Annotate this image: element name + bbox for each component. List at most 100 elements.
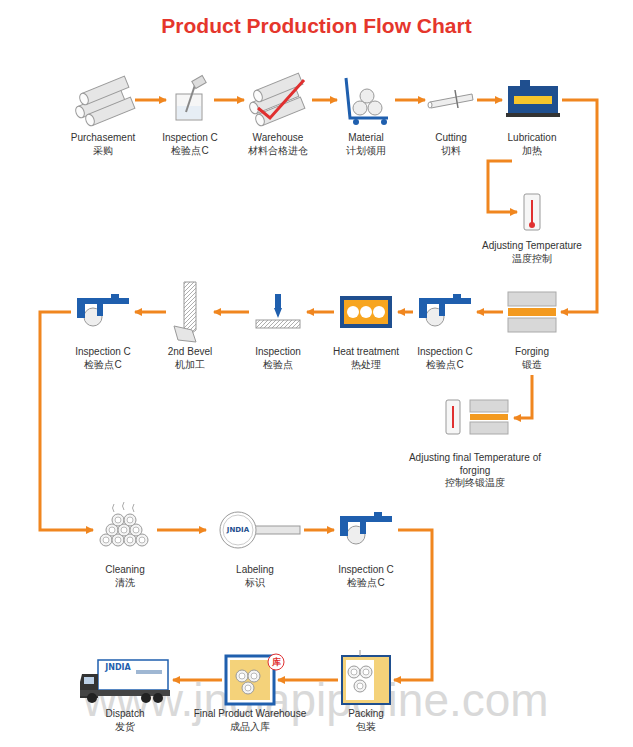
icon-slot bbox=[342, 656, 390, 704]
step-name: Inspection C bbox=[417, 346, 473, 359]
labeling-icon bbox=[223, 515, 253, 545]
icon-slot bbox=[210, 510, 300, 550]
flow-arrow bbox=[398, 311, 413, 314]
labeling-icon bbox=[220, 512, 256, 548]
step-name: Inspection C bbox=[162, 132, 218, 145]
icon-slot bbox=[170, 78, 210, 122]
forging-icon bbox=[508, 308, 556, 316]
process-step: Inspection C检验点C bbox=[417, 294, 473, 371]
heat-treatment-icon bbox=[360, 306, 372, 318]
flow-arrow bbox=[157, 529, 206, 532]
caliper-icon bbox=[419, 294, 471, 326]
furnace-icon bbox=[514, 96, 552, 104]
step-name-chinese: 检验点C bbox=[338, 577, 394, 590]
flow-arrow bbox=[477, 311, 503, 314]
icon-slot bbox=[338, 512, 394, 548]
step-name: 2nd Bevel bbox=[168, 346, 212, 359]
forging-icon bbox=[508, 292, 556, 306]
process-step: Adjusting final Temperature of forging控制… bbox=[400, 398, 550, 490]
icon-slot bbox=[170, 282, 210, 342]
icon-label: JNDIA bbox=[227, 526, 249, 534]
heat-treatment-icon bbox=[340, 296, 392, 328]
step-name-chinese: 锻造 bbox=[507, 359, 557, 372]
cart-icon bbox=[346, 78, 388, 118]
step-name: Purchasement bbox=[71, 132, 135, 145]
cart-icon bbox=[360, 89, 374, 103]
truck-icon bbox=[84, 677, 94, 684]
warehouse-icon bbox=[248, 670, 260, 682]
final-temperature-icon bbox=[452, 406, 454, 428]
step-name-chinese: 计划领用 bbox=[341, 145, 391, 158]
flow-arrow bbox=[561, 100, 597, 312]
flow-arrow bbox=[395, 99, 425, 102]
step-name: Final Product Warehouse bbox=[194, 708, 306, 721]
truck-icon bbox=[80, 660, 170, 703]
cutting-icon bbox=[430, 94, 473, 108]
flow-arrow bbox=[278, 679, 338, 682]
bevel-icon bbox=[174, 282, 196, 342]
step-name: Packing bbox=[342, 708, 390, 721]
process-step: Inspection C检验点C bbox=[75, 294, 131, 371]
step-name: Adjusting Temperature bbox=[482, 240, 582, 253]
warehouse-icon bbox=[242, 682, 254, 694]
truck-icon bbox=[136, 670, 162, 674]
inspection-probe-icon bbox=[274, 308, 282, 318]
truck-icon bbox=[87, 693, 97, 703]
step-name: Material bbox=[341, 132, 391, 145]
step-name-chinese: 发货 bbox=[81, 721, 169, 734]
cart-icon bbox=[381, 119, 387, 125]
process-step: Warehouse材料合格进仓 bbox=[248, 78, 308, 157]
packing-icon bbox=[342, 650, 390, 704]
step-name-chinese: 检验点C bbox=[75, 359, 131, 372]
step-name: Warehouse bbox=[248, 132, 308, 145]
warehouse-icon bbox=[230, 660, 270, 700]
furnace-icon bbox=[506, 80, 560, 117]
flow-arrow bbox=[312, 99, 337, 102]
beaker-icon bbox=[192, 76, 206, 89]
icon-slot bbox=[75, 294, 131, 330]
step-name: Labeling bbox=[210, 564, 300, 577]
pipes-check-icon bbox=[258, 80, 304, 118]
step-name: Adjusting final Temperature of forging bbox=[400, 452, 550, 477]
step-name-chinese: 切料 bbox=[429, 145, 473, 158]
icon-slot bbox=[440, 398, 510, 438]
flow-arrow bbox=[304, 529, 334, 532]
step-name: Heat treatment bbox=[333, 346, 399, 359]
process-step: Inspection检验点 bbox=[253, 294, 303, 371]
icon-slot bbox=[507, 292, 557, 332]
icon-slot bbox=[429, 88, 473, 112]
truck-icon bbox=[153, 693, 163, 703]
step-name-chinese: 热处理 bbox=[333, 359, 399, 372]
heat-treatment-icon bbox=[373, 306, 385, 318]
cleaning-icon bbox=[112, 514, 124, 526]
inspection-probe-icon bbox=[275, 294, 281, 308]
step-name-chinese: 控制终锻温度 bbox=[400, 477, 550, 490]
process-step: Cleaning清洗 bbox=[97, 510, 153, 589]
warehouse-icon bbox=[236, 670, 248, 682]
inspection-probe-icon bbox=[256, 294, 300, 328]
step-name: Inspection C bbox=[338, 564, 394, 577]
flow-arrow bbox=[214, 311, 249, 314]
packing-icon bbox=[346, 660, 374, 700]
icon-slot bbox=[97, 510, 153, 550]
furnace-icon bbox=[508, 86, 558, 114]
furnace-icon bbox=[506, 113, 560, 117]
process-step: Lubrication加热 bbox=[506, 83, 558, 157]
icon-slot bbox=[226, 656, 274, 704]
heat-treatment-icon bbox=[347, 306, 359, 318]
final-temperature-icon bbox=[446, 400, 460, 434]
cutting-icon bbox=[428, 102, 432, 108]
thermometer-icon bbox=[524, 194, 540, 230]
process-step: Cutting切料 bbox=[429, 88, 473, 157]
chart-title: Product Production Flow Chart bbox=[0, 14, 633, 38]
labeling-icon bbox=[220, 512, 300, 548]
packing-icon bbox=[360, 666, 372, 678]
icon-slot bbox=[248, 78, 308, 122]
step-name: Dispatch bbox=[81, 708, 169, 721]
warehouse-icon bbox=[226, 654, 284, 704]
beaker-icon bbox=[176, 94, 202, 120]
caliper-icon bbox=[77, 294, 471, 544]
pipes-icon bbox=[74, 76, 135, 127]
beaker-icon bbox=[177, 106, 201, 119]
truck-icon bbox=[98, 660, 168, 690]
